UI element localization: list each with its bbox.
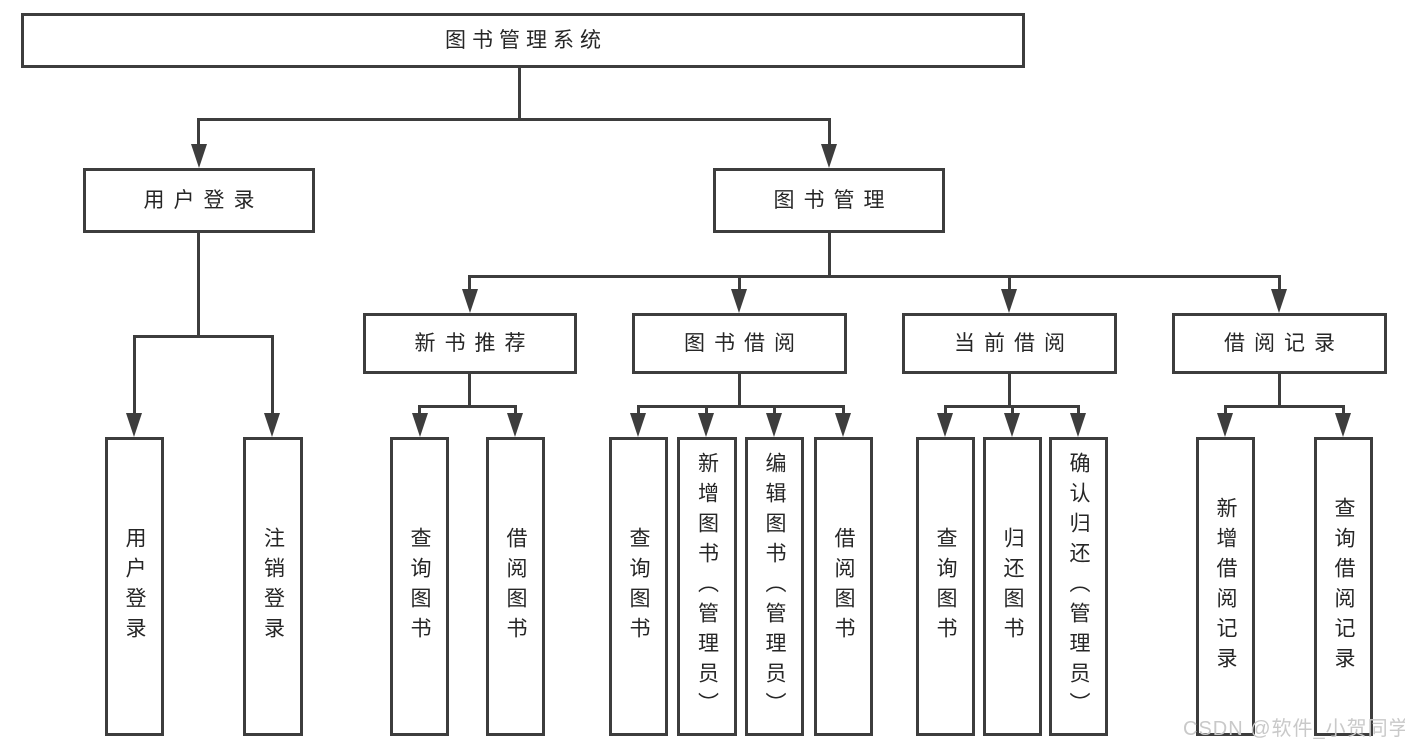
leaf-records-add-record-label: 新增借阅记录 [1214, 496, 1237, 677]
node-user-login-label: 用户登录 [143, 189, 264, 212]
connector-line [828, 233, 831, 275]
connector-line [1077, 405, 1080, 417]
connector-line [1278, 275, 1281, 293]
arrow-down-icon [126, 413, 142, 437]
connector-line [418, 405, 421, 417]
connector-line [1224, 405, 1345, 408]
connector-line [1342, 405, 1345, 417]
arrow-down-icon [630, 413, 646, 437]
leaf-borrow-query-book-label: 查询图书 [627, 526, 650, 647]
connector-line [271, 335, 274, 417]
arrow-down-icon [462, 289, 478, 313]
connector-line [1278, 374, 1281, 407]
arrow-down-icon [412, 413, 428, 437]
connector-line [637, 405, 844, 408]
leaf-logout: 注销登录 [243, 437, 303, 736]
leaf-recommend-query-book: 查询图书 [390, 437, 449, 736]
connector-line [944, 405, 947, 417]
leaf-current-query-book: 查询图书 [916, 437, 975, 736]
leaf-recommend-borrow-book: 借阅图书 [486, 437, 545, 736]
arrow-down-icon [835, 413, 851, 437]
node-current-borrow-label: 当前借阅 [954, 332, 1074, 355]
leaf-logout-label: 注销登录 [261, 526, 285, 647]
connector-line [1008, 275, 1011, 293]
csdn-watermark: CSDN @软件_小贺同学 [1183, 718, 1405, 740]
node-book-management-label: 图书管理 [773, 189, 894, 212]
node-new-book-recommend-label: 新书推荐 [414, 332, 535, 355]
node-book-borrow-label: 图书借阅 [684, 332, 804, 355]
leaf-borrow-borrow-book: 借阅图书 [814, 437, 873, 736]
connector-line [705, 405, 708, 417]
leaf-records-add-record: 新增借阅记录 [1196, 437, 1255, 736]
leaf-current-return-book-label: 归还图书 [1001, 526, 1024, 647]
connector-line [468, 275, 471, 293]
node-borrow-records: 借阅记录 [1172, 313, 1387, 374]
node-new-book-recommend: 新书推荐 [363, 313, 577, 374]
leaf-records-query-record: 查询借阅记录 [1314, 437, 1373, 736]
leaf-user-login: 用户登录 [105, 437, 164, 736]
leaf-borrow-query-book: 查询图书 [609, 437, 668, 736]
node-borrow-records-label: 借阅记录 [1224, 332, 1344, 355]
leaf-borrow-edit-book-admin: 编辑图书（管理员） [745, 437, 804, 736]
arrow-down-icon [698, 413, 714, 437]
leaf-borrow-add-book-admin-label: 新增图书（管理员） [695, 451, 719, 722]
arrow-down-icon [1001, 289, 1017, 313]
connector-line [1224, 405, 1227, 417]
node-book-management: 图书管理 [713, 168, 945, 233]
arrow-down-icon [766, 413, 782, 437]
connector-line [197, 118, 831, 121]
connector-line [773, 405, 776, 417]
arrow-down-icon [1004, 413, 1020, 437]
connector-line [468, 374, 471, 407]
connector-line [738, 275, 741, 293]
leaf-user-login-label: 用户登录 [123, 526, 146, 647]
connector-line [418, 405, 517, 408]
connector-line [828, 118, 831, 146]
node-user-login: 用户登录 [83, 168, 315, 233]
arrow-down-icon [731, 289, 747, 313]
node-root: 图书管理系统 [21, 13, 1025, 68]
leaf-current-confirm-return-admin-label: 确认归还（管理员） [1067, 451, 1090, 722]
leaf-borrow-add-book-admin: 新增图书（管理员） [677, 437, 737, 736]
leaf-borrow-edit-book-admin-label: 编辑图书（管理员） [763, 451, 786, 722]
arrow-down-icon [1335, 413, 1351, 437]
arrow-down-icon [264, 413, 280, 437]
arrow-down-icon [191, 144, 207, 168]
arrow-down-icon [507, 413, 523, 437]
leaf-current-return-book: 归还图书 [983, 437, 1042, 736]
node-book-borrow: 图书借阅 [632, 313, 847, 374]
arrow-down-icon [1271, 289, 1287, 313]
node-current-borrow: 当前借阅 [902, 313, 1117, 374]
connector-line [197, 233, 200, 335]
connector-line [133, 335, 136, 417]
leaf-recommend-borrow-book-label: 借阅图书 [504, 526, 527, 647]
connector-line [518, 66, 521, 118]
connector-line [468, 275, 1281, 278]
connector-line [842, 405, 845, 417]
connector-line [1011, 405, 1014, 417]
arrow-down-icon [1070, 413, 1086, 437]
leaf-recommend-query-book-label: 查询图书 [408, 526, 431, 647]
connector-line [514, 405, 517, 417]
arrow-down-icon [821, 144, 837, 168]
leaf-current-confirm-return-admin: 确认归还（管理员） [1049, 437, 1108, 736]
connector-line [1008, 374, 1011, 407]
arrow-down-icon [1217, 413, 1233, 437]
leaf-borrow-borrow-book-label: 借阅图书 [832, 526, 855, 647]
connector-line [133, 335, 274, 338]
node-root-label: 图书管理系统 [445, 29, 607, 52]
connector-line [637, 405, 640, 417]
leaf-current-query-book-label: 查询图书 [934, 526, 957, 647]
arrow-down-icon [937, 413, 953, 437]
connector-line [738, 374, 741, 407]
connector-line [197, 118, 200, 146]
leaf-records-query-record-label: 查询借阅记录 [1332, 496, 1355, 677]
